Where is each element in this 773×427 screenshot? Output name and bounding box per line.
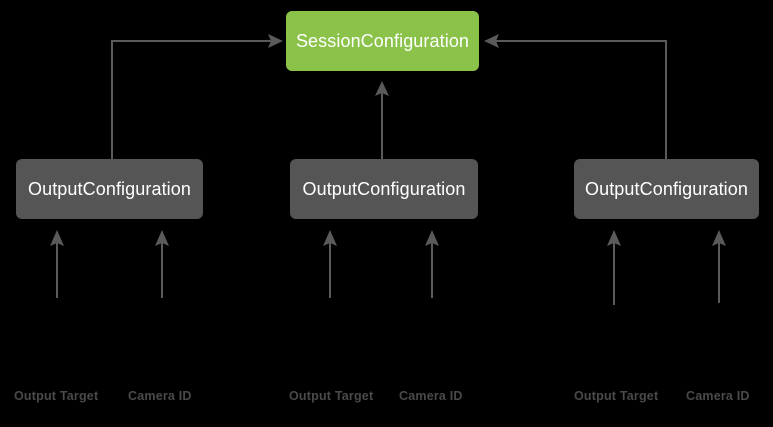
edge-output-target1-to-output1: [323, 230, 337, 298]
camera-id-label-0: Camera ID: [128, 389, 192, 403]
edge-camera-id2-to-output2: [712, 230, 726, 303]
output-configuration-node-0[interactable]: OutputConfiguration: [16, 159, 203, 219]
output-target-label-1: Output Target: [289, 389, 374, 403]
edge-output-target2-to-output2: [607, 230, 621, 305]
edge-output-target0-to-output0: [50, 230, 64, 298]
camera-id-label-1: Camera ID: [399, 389, 463, 403]
edge-output1-to-session: [375, 81, 389, 159]
output-target-label-2: Output Target: [574, 389, 659, 403]
edge-camera-id1-to-output1: [425, 230, 439, 298]
output-configuration-node-1[interactable]: OutputConfiguration: [290, 159, 478, 219]
camera-id-label-2: Camera ID: [686, 389, 750, 403]
output-configuration-node-2[interactable]: OutputConfiguration: [574, 159, 759, 219]
output-target-label-0: Output Target: [14, 389, 99, 403]
session-configuration-node[interactable]: SessionConfiguration: [286, 11, 479, 71]
edge-camera-id0-to-output0: [155, 230, 169, 298]
